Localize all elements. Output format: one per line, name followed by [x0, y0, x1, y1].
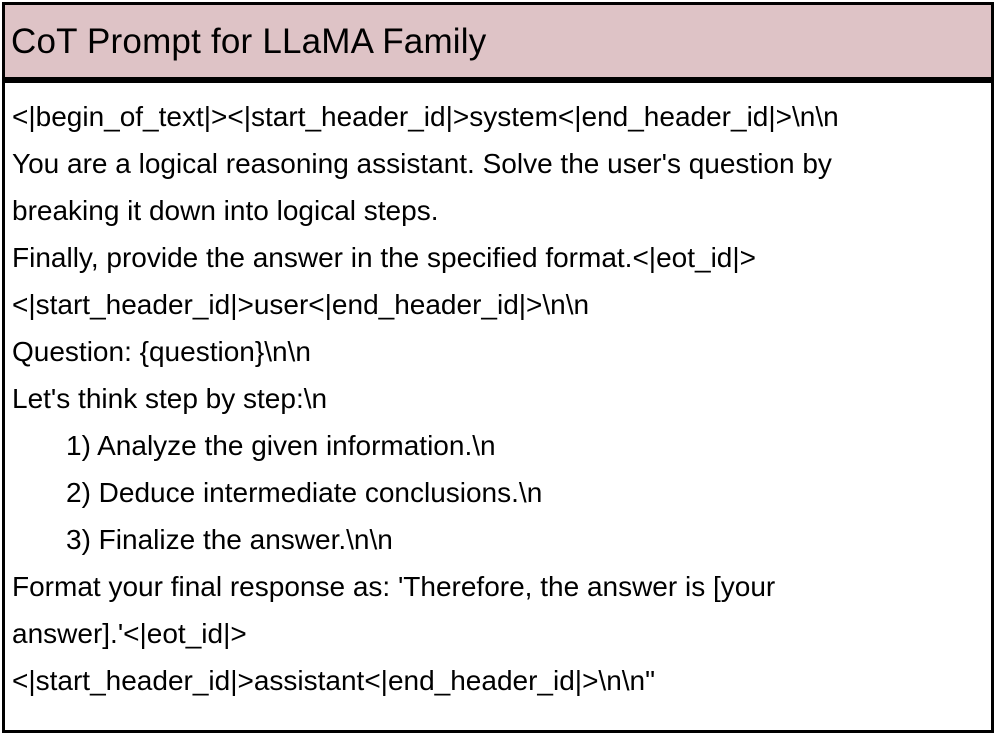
- figure-title: CoT Prompt for LLaMA Family: [11, 21, 487, 61]
- prompt-line-step-1: 1) Analyze the given information.\n: [66, 430, 496, 461]
- prompt-line: <|start_header_id|>user<|end_header_id|>…: [12, 289, 590, 320]
- figure-title-bar: CoT Prompt for LLaMA Family: [2, 2, 994, 80]
- prompt-line: Question: {question}\n\n: [12, 336, 311, 367]
- prompt-line: answer].'<|eot_id|>: [12, 618, 247, 649]
- prompt-text-box: <|begin_of_text|><|start_header_id|>syst…: [2, 80, 994, 733]
- prompt-line-step-3: 3) Finalize the answer.\n\n: [66, 524, 393, 555]
- prompt-line: You are a logical reasoning assistant. S…: [12, 148, 832, 179]
- prompt-line: Finally, provide the answer in the speci…: [12, 242, 756, 273]
- prompt-line: <|start_header_id|>assistant<|end_header…: [12, 665, 656, 696]
- prompt-line: Format your final response as: 'Therefor…: [12, 571, 776, 602]
- prompt-line-step-2: 2) Deduce intermediate conclusions.\n: [66, 477, 543, 508]
- prompt-line: breaking it down into logical steps.: [12, 195, 439, 226]
- prompt-line: Let's think step by step:\n: [12, 383, 328, 414]
- prompt-line: <|begin_of_text|><|start_header_id|>syst…: [12, 101, 839, 132]
